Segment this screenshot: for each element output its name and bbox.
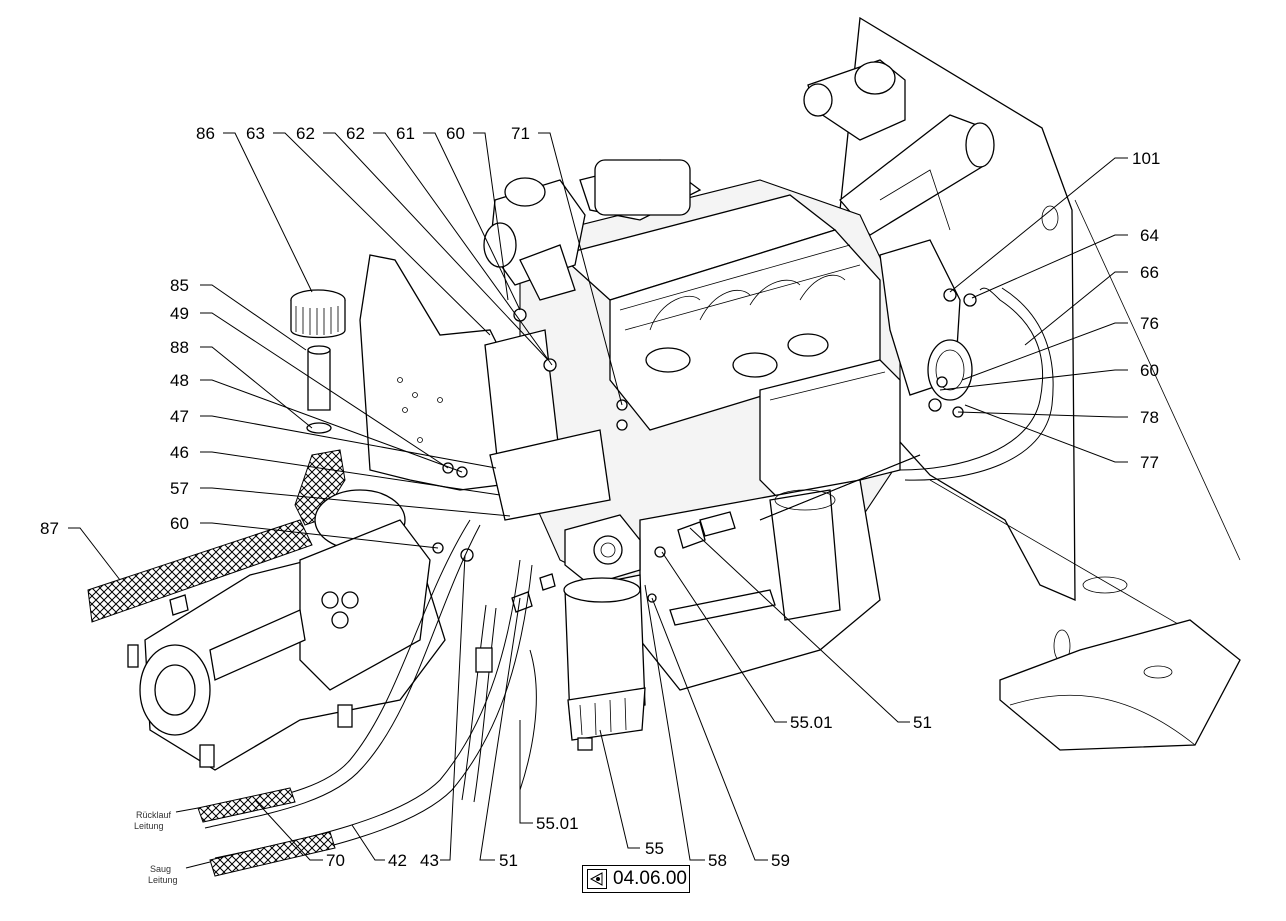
hydraulic-pump bbox=[127, 489, 446, 771]
callout-47: 47 bbox=[170, 407, 189, 426]
ruecklauf-label-2: Leitung bbox=[134, 821, 164, 831]
callout-63: 63 bbox=[246, 124, 265, 143]
page-reference-icon bbox=[587, 869, 607, 889]
callout-71: 71 bbox=[511, 124, 530, 143]
callout-49: 49 bbox=[170, 304, 189, 323]
turbocharger bbox=[483, 177, 586, 301]
callout-51: 51 bbox=[499, 851, 518, 870]
coolant-hose bbox=[759, 287, 1054, 521]
exhaust-pipe bbox=[803, 59, 995, 236]
hose-labels: Rücklauf Leitung Saug Leitung bbox=[134, 810, 178, 885]
page-reference-box[interactable]: 04.06.00 bbox=[582, 865, 690, 893]
callout-58: 58 bbox=[708, 851, 727, 870]
callout-48: 48 bbox=[170, 371, 189, 390]
callout-59: 59 bbox=[771, 851, 790, 870]
callout-55: 55 bbox=[645, 839, 664, 858]
saug-label: Saug bbox=[150, 864, 171, 874]
fuel-filter bbox=[563, 514, 646, 751]
callout-55-01: 55.01 bbox=[536, 814, 579, 833]
callout-101: 101 bbox=[1132, 149, 1160, 168]
callout-77: 77 bbox=[1140, 453, 1159, 472]
callout-46: 46 bbox=[170, 443, 189, 462]
engine-block bbox=[519, 159, 901, 691]
callout-66: 66 bbox=[1140, 263, 1159, 282]
callout-55-01: 55.01 bbox=[790, 713, 833, 732]
callout-86: 86 bbox=[196, 124, 215, 143]
hydraulic-hoses bbox=[197, 519, 537, 877]
callout-60: 60 bbox=[1140, 361, 1159, 380]
callout-70: 70 bbox=[326, 851, 345, 870]
callout-60: 60 bbox=[170, 514, 189, 533]
callout-87: 87 bbox=[40, 519, 59, 538]
callout-62: 62 bbox=[346, 124, 365, 143]
leader-lines bbox=[68, 132, 1128, 861]
callout-64: 64 bbox=[1140, 226, 1159, 245]
callout-76: 76 bbox=[1140, 314, 1159, 333]
callout-61: 61 bbox=[396, 124, 415, 143]
callout-85: 85 bbox=[170, 276, 189, 295]
callout-88: 88 bbox=[170, 338, 189, 357]
oil-filler bbox=[87, 289, 346, 623]
callout-57: 57 bbox=[170, 479, 189, 498]
page-reference-number: 04.06.00 bbox=[613, 868, 687, 889]
callout-labels: 86 63 62 62 61 60 71 101 64 66 76 60 78 … bbox=[40, 124, 1160, 870]
callout-51: 51 bbox=[913, 713, 932, 732]
callout-62: 62 bbox=[296, 124, 315, 143]
eye-arrow-icon bbox=[590, 872, 603, 886]
saug-label-2: Leitung bbox=[148, 875, 178, 885]
mounting-bracket bbox=[359, 254, 611, 521]
callout-42: 42 bbox=[388, 851, 407, 870]
hose-arrows bbox=[175, 807, 211, 869]
ruecklauf-label: Rücklauf bbox=[136, 810, 172, 820]
callout-78: 78 bbox=[1140, 408, 1159, 427]
callout-60: 60 bbox=[446, 124, 465, 143]
callout-43: 43 bbox=[420, 851, 439, 870]
